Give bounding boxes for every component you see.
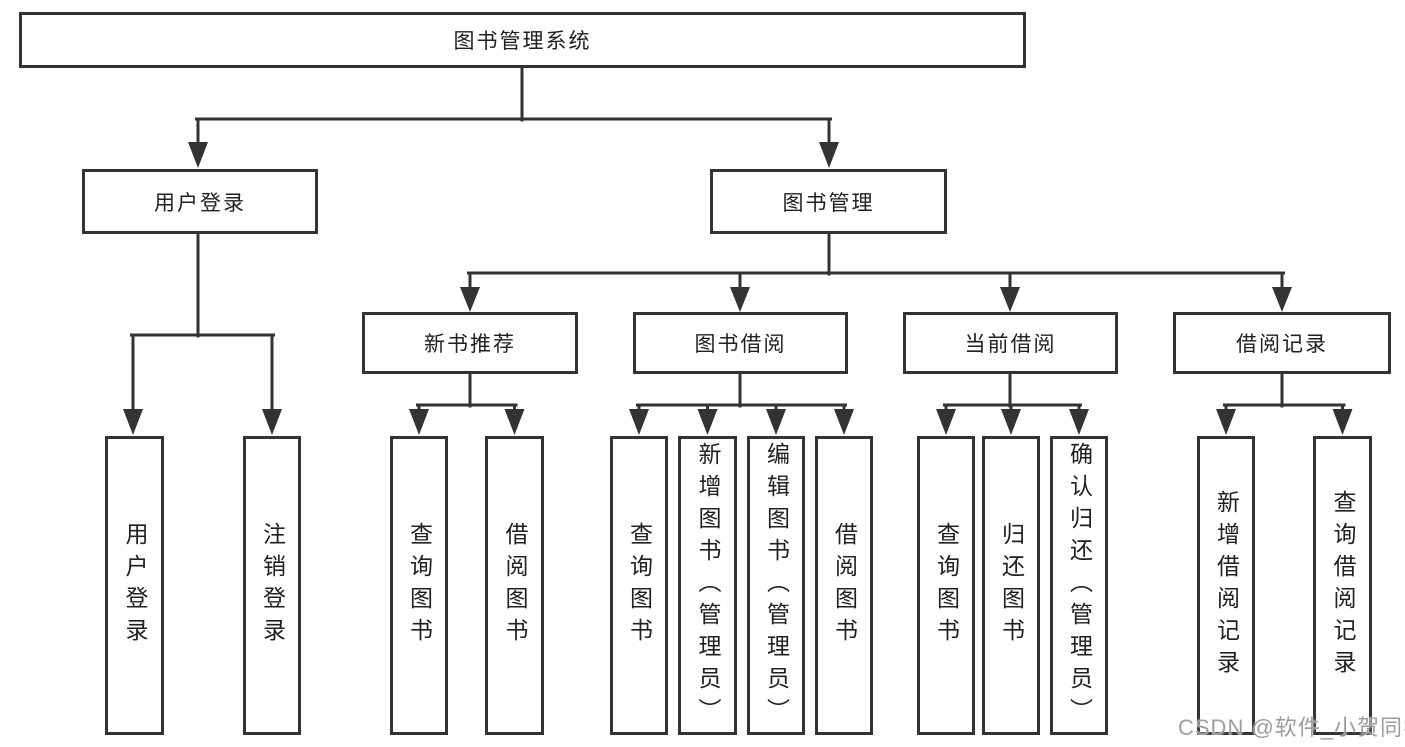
node-user-login: 用户登录 — [82, 169, 318, 234]
leaf-query-borrow-record: 查询借阅记录 — [1313, 436, 1372, 735]
leaf-query-books-borrow: 查询图书 — [610, 436, 668, 735]
node-label: 新增借阅记录 — [1213, 489, 1240, 682]
node-label: 确认归还（管理员） — [1066, 441, 1093, 730]
node-label: 图书管理系统 — [453, 30, 592, 53]
node-label: 借阅图书 — [502, 521, 528, 650]
leaf-return-books: 归还图书 — [982, 436, 1040, 735]
csdn-watermark: CSDN @软件_小贺同学 — [1178, 715, 1405, 740]
node-label: 归还图书 — [998, 521, 1025, 650]
node-label: 图书借阅 — [694, 333, 787, 356]
node-label: 查询图书 — [406, 521, 433, 650]
leaf-query-books-recommend: 查询图书 — [390, 436, 448, 735]
node-current-borrowing: 当前借阅 — [903, 312, 1118, 374]
leaf-borrow-books-recommend: 借阅图书 — [485, 436, 544, 735]
node-library-management-system: 图书管理系统 — [19, 12, 1026, 68]
leaf-user-login: 用户登录 — [105, 436, 164, 735]
leaf-add-borrow-record: 新增借阅记录 — [1197, 436, 1255, 735]
node-label: 新书推荐 — [424, 333, 516, 356]
node-label: 借阅图书 — [831, 521, 858, 650]
node-label: 查询借阅记录 — [1330, 489, 1356, 682]
node-label: 新增图书（管理员） — [695, 441, 721, 730]
node-label: 查询图书 — [626, 521, 653, 650]
node-label: 用户登录 — [122, 521, 148, 650]
node-label: 当前借阅 — [964, 333, 1057, 356]
leaf-add-book-admin: 新增图书（管理员） — [678, 436, 737, 735]
node-new-book-recommendation: 新书推荐 — [362, 312, 578, 374]
leaf-logout: 注销登录 — [243, 436, 301, 735]
node-borrowing-records: 借阅记录 — [1173, 312, 1391, 374]
leaf-borrow-books: 借阅图书 — [815, 436, 873, 735]
leaf-query-books-current: 查询图书 — [917, 436, 975, 735]
leaf-confirm-return-admin: 确认归还（管理员） — [1050, 436, 1108, 735]
node-label: 图书管理 — [782, 191, 875, 215]
node-book-management: 图书管理 — [710, 169, 947, 234]
node-label: 借阅记录 — [1236, 333, 1328, 356]
node-label: 注销登录 — [259, 521, 286, 650]
node-book-borrowing: 图书借阅 — [633, 312, 848, 374]
node-label: 查询图书 — [933, 521, 960, 650]
leaf-edit-book-admin: 编辑图书（管理员） — [747, 436, 805, 735]
node-label: 编辑图书（管理员） — [763, 441, 790, 730]
node-label: 用户登录 — [154, 191, 246, 215]
